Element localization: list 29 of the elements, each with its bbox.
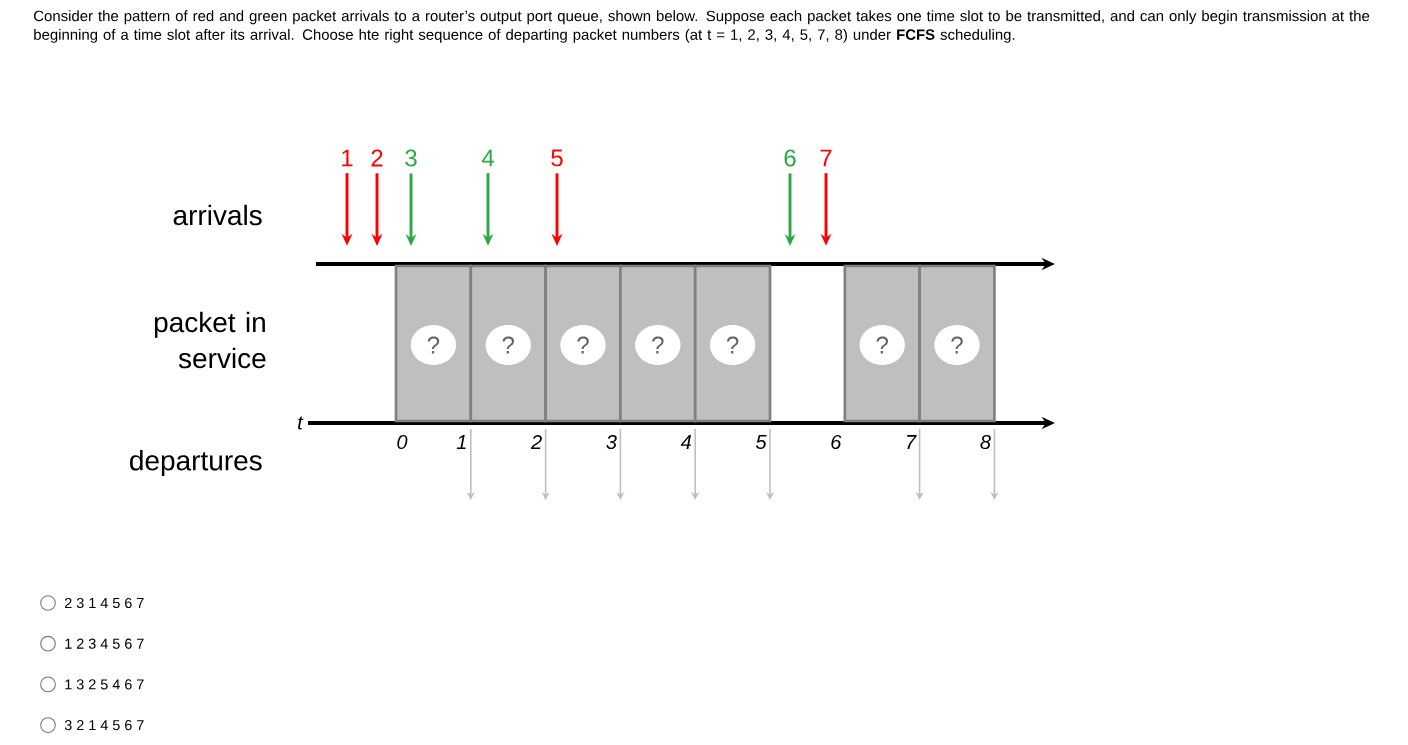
packet-number: 1	[342, 149, 353, 167]
tick-label: 3	[606, 434, 617, 450]
service-slot: ?	[469, 264, 547, 423]
packet-number: 2	[371, 149, 383, 167]
service-slot: ?	[544, 264, 622, 423]
tick-label: 2	[530, 435, 542, 449]
answer-option: 1 2 3 4 5 6 7	[65, 638, 144, 649]
tick-label: 7	[907, 435, 917, 449]
answer-option: 2 3 1 4 5 6 7	[65, 597, 144, 609]
tick-label: 1	[456, 435, 466, 449]
service-slot: ?	[843, 264, 921, 423]
axis-label: t	[298, 416, 304, 430]
row-label: packet in service	[154, 311, 266, 369]
service-slot: ?	[918, 264, 996, 423]
question-text: Consider the pattern of red and green packet arrivals to a router’s output port queue, shown below. Suppose each packet takes one time slot to be transmitted, and can only begin transmission at the beginning of a time slot after its arrival. Choose hte right sequence of departing packet numbers (at t = 1, 2, 3, 4, 5, 7, 8) under FCFS scheduling.	[34, 10, 1370, 43]
row-label: arrivals	[173, 204, 262, 226]
answer-option: 3 2 1 4 5 6 7	[64, 720, 144, 731]
packet-number: 6	[784, 149, 796, 167]
row-label: departures	[130, 449, 262, 477]
service-slot: ?	[394, 264, 473, 423]
packet-number: 7	[820, 149, 832, 167]
answer-option: 1 3 2 5 4 6 7	[65, 679, 144, 690]
packet-number: 4	[481, 149, 494, 167]
packet-number: 5	[551, 149, 563, 167]
tick-label: 6	[831, 434, 842, 450]
packet-number: 3	[405, 149, 417, 167]
tick-label: 4	[680, 435, 691, 449]
service-slot: ?	[693, 264, 772, 423]
service-slot: ?	[619, 264, 697, 423]
